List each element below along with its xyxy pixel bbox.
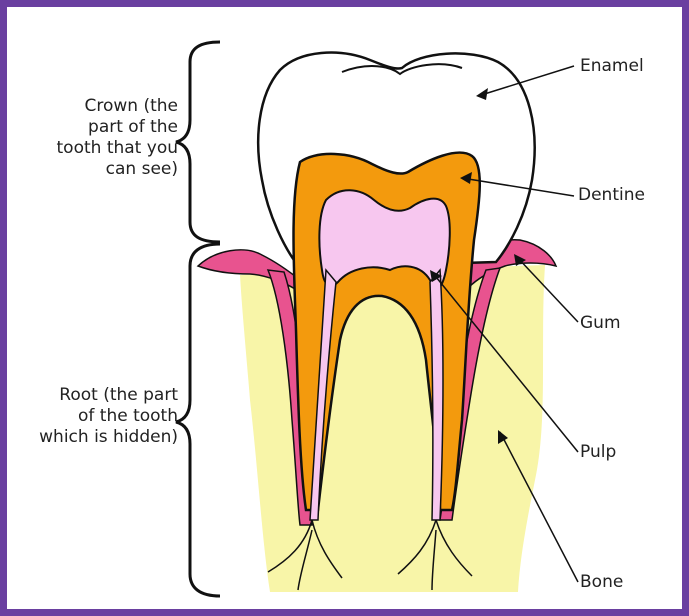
crown-label-line: tooth that you — [57, 138, 178, 159]
root-label-line: of the tooth — [39, 406, 178, 427]
crown-label-line: Crown (the — [57, 96, 178, 117]
pulp-label: Pulp — [580, 442, 616, 463]
crown-brace — [176, 42, 220, 242]
crown-label: Crown (the part of the tooth that you ca… — [57, 96, 178, 180]
dentine-label: Dentine — [578, 185, 645, 206]
crown-label-line: can see) — [57, 159, 178, 180]
root-label-line: which is hidden) — [39, 427, 178, 448]
root-label: Root (the part of the tooth which is hid… — [39, 385, 178, 448]
bone-label: Bone — [580, 572, 623, 593]
enamel-label: Enamel — [580, 56, 644, 77]
crown-label-line: part of the — [57, 117, 178, 138]
root-label-line: Root (the part — [39, 385, 178, 406]
gum-label: Gum — [580, 313, 621, 334]
root-brace — [176, 244, 220, 596]
pulp-canal-right — [430, 270, 443, 520]
